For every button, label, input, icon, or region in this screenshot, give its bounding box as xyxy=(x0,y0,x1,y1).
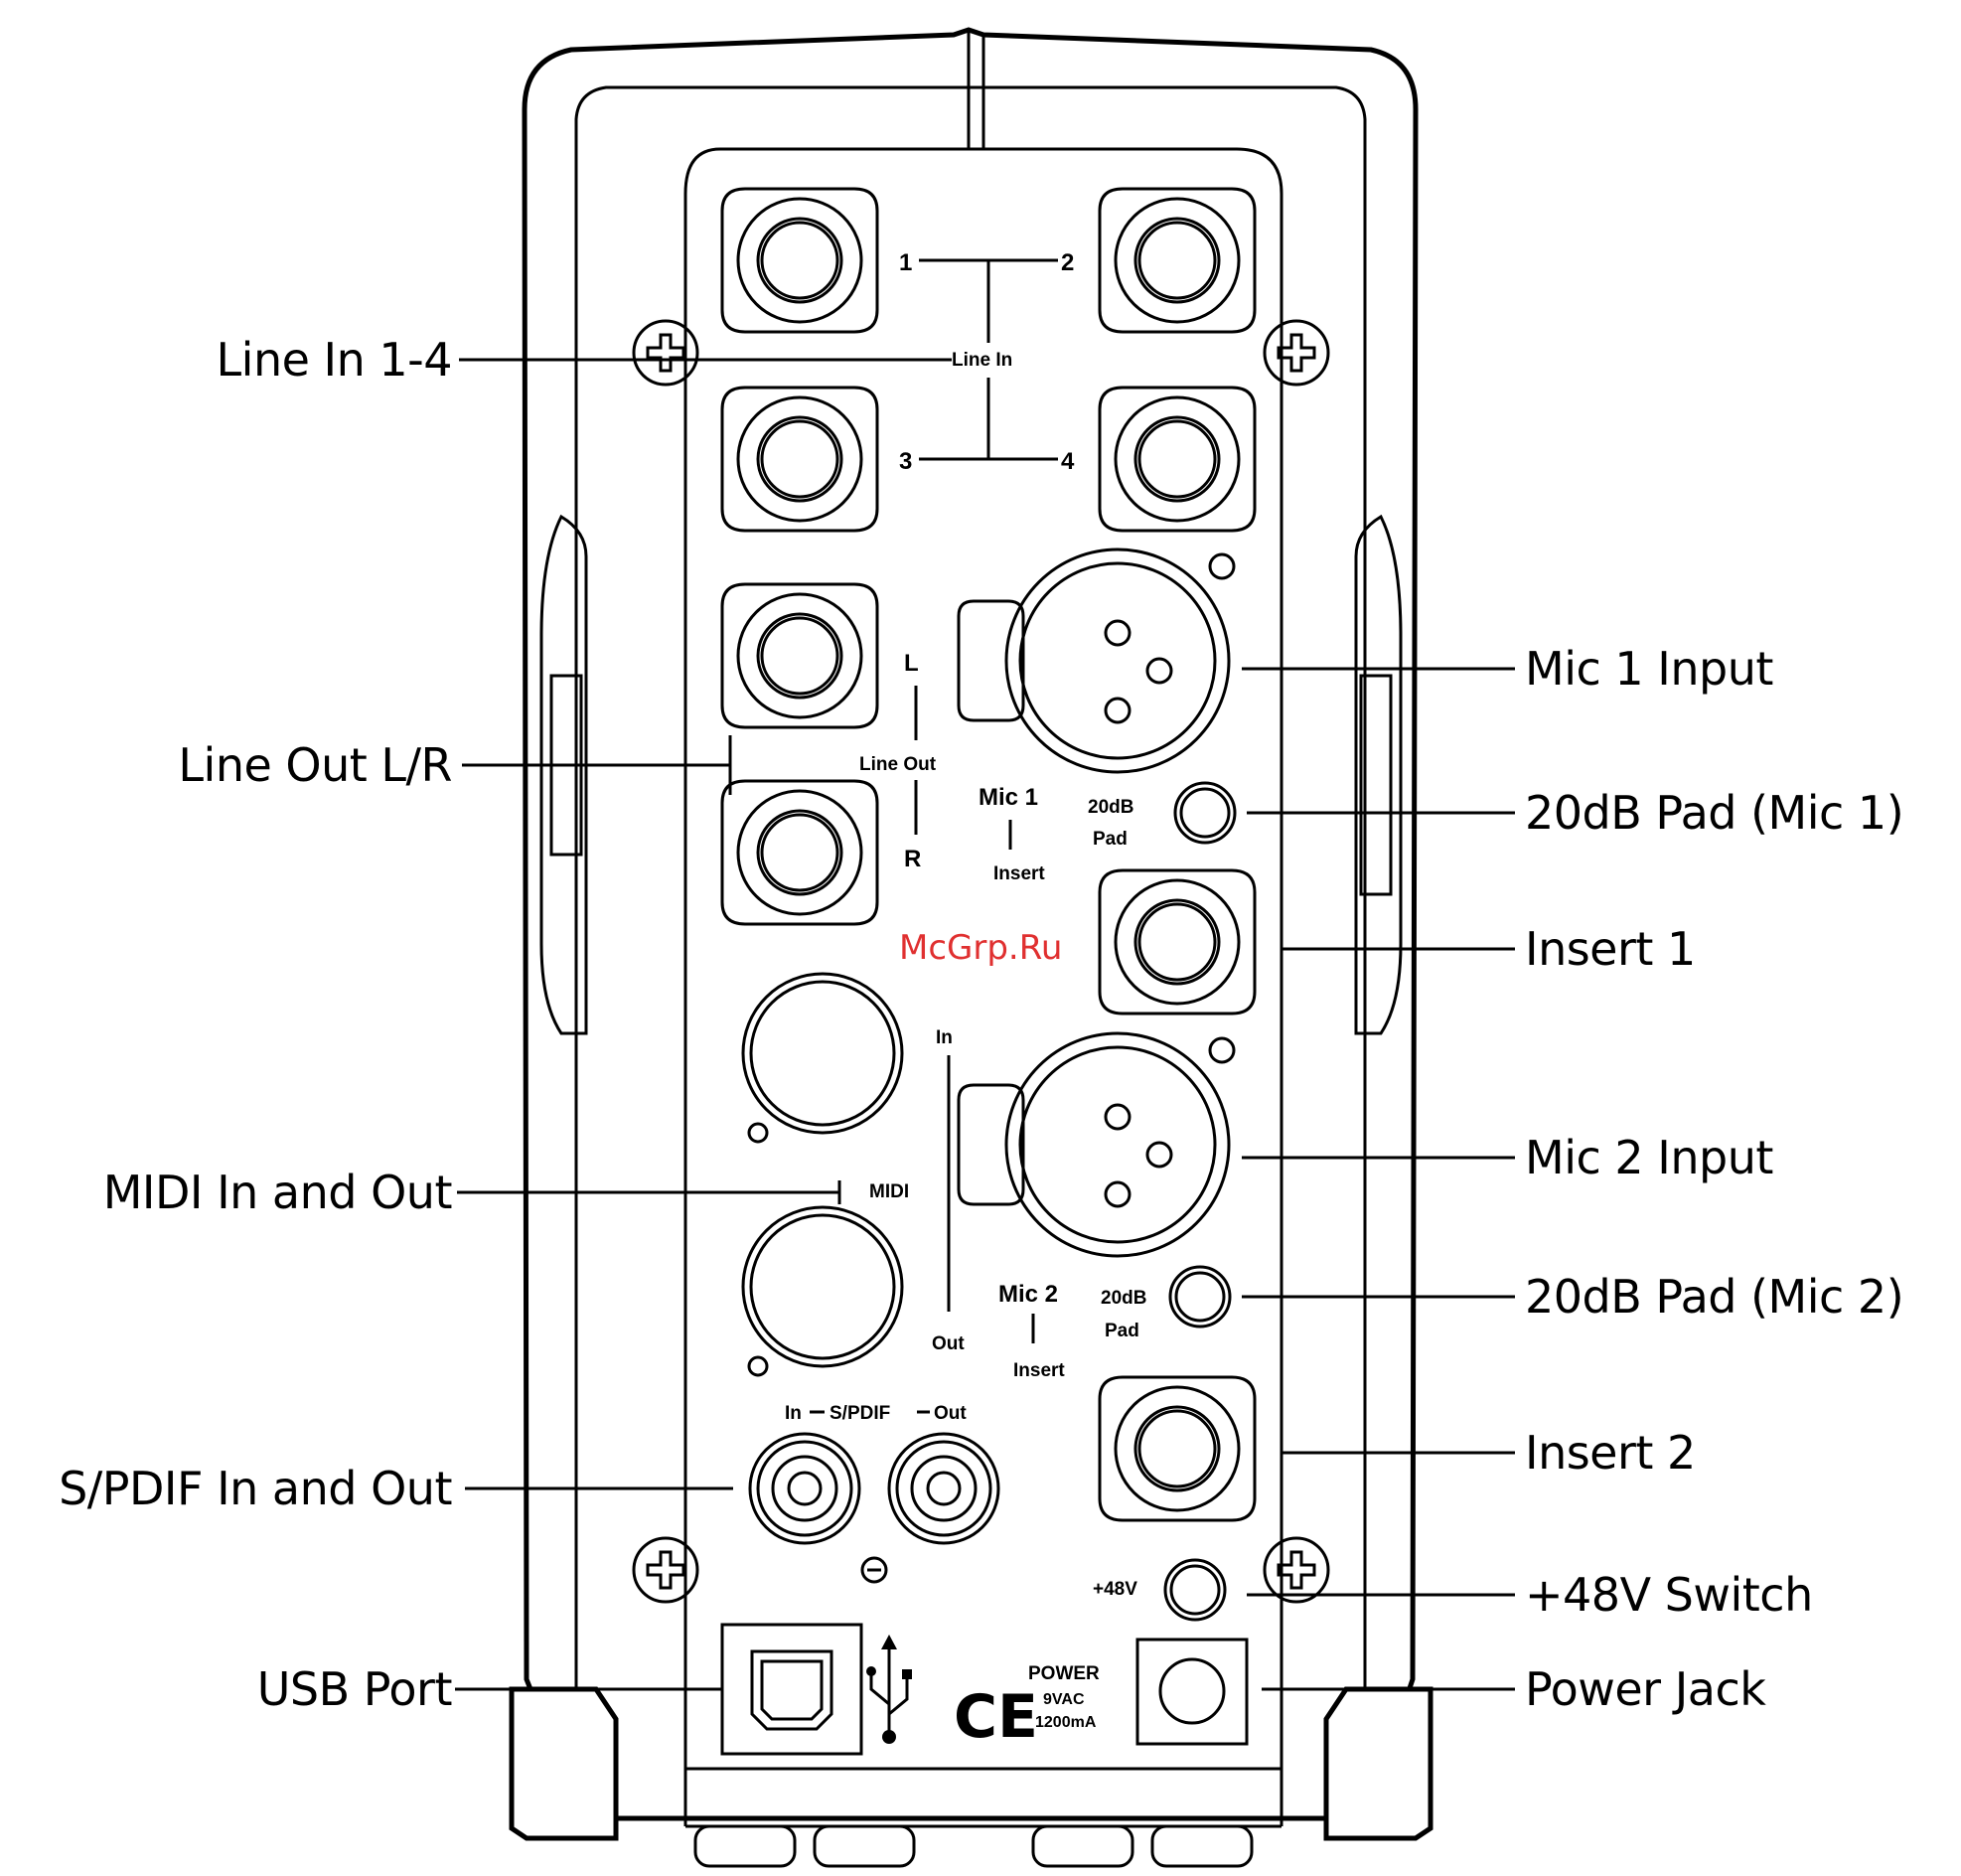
callout-pad-mic2: 20dB Pad (Mic 2) xyxy=(1525,1270,1903,1324)
midi-panel-label: MIDI xyxy=(869,1181,909,1202)
jack-label-4: 4 xyxy=(1061,448,1075,475)
power-current-label: 1200mA xyxy=(1035,1714,1097,1731)
usb-icon xyxy=(866,1635,912,1744)
pad1-switch[interactable] xyxy=(1173,781,1237,845)
line-in-jack-1[interactable] xyxy=(720,187,879,334)
callout-phantom: +48V Switch xyxy=(1525,1568,1813,1622)
pad2-panel-label-top: 20dB xyxy=(1101,1288,1146,1309)
line-out-panel-label: Line Out xyxy=(859,754,937,775)
leader-lines xyxy=(455,358,1515,1691)
callout-line-out: Line Out L/R xyxy=(178,738,452,792)
jack-label-2: 2 xyxy=(1061,249,1074,276)
mic1-panel-label: Mic 1 xyxy=(979,784,1038,811)
callout-midi: MIDI In and Out xyxy=(103,1166,452,1219)
mic2-xlr-input[interactable] xyxy=(957,1031,1236,1258)
spdif-panel-label: S/PDIF xyxy=(830,1403,890,1424)
device-body xyxy=(509,27,1433,1868)
line-out-right-label: R xyxy=(904,846,921,872)
midi-in-port[interactable] xyxy=(741,972,904,1144)
ce-mark: CE xyxy=(954,1682,1038,1752)
callout-power-jack: Power Jack xyxy=(1525,1662,1766,1716)
screw-bottom-right xyxy=(1263,1536,1330,1604)
ground-screw xyxy=(860,1556,888,1584)
screw-bottom-left xyxy=(632,1536,699,1604)
line-in-jack-4[interactable] xyxy=(1098,386,1257,533)
jack-label-1: 1 xyxy=(899,249,912,276)
line-out-jack-right[interactable] xyxy=(720,779,879,926)
spdif-out-panel-label: Out xyxy=(934,1403,967,1424)
midi-in-panel-label: In xyxy=(936,1027,953,1048)
callout-mic2-input: Mic 2 Input xyxy=(1525,1131,1773,1184)
power-jack[interactable] xyxy=(1135,1638,1249,1746)
callout-insert1: Insert 1 xyxy=(1525,922,1696,976)
line-in-jack-3[interactable] xyxy=(720,386,879,533)
line-out-jack-left[interactable] xyxy=(720,582,879,729)
line-in-bracket xyxy=(919,258,1058,461)
line-in-panel-label: Line In xyxy=(952,350,1012,371)
watermark: McGrp.Ru xyxy=(899,928,1062,968)
screw-top-right xyxy=(1263,319,1330,387)
callout-mic1-input: Mic 1 Input xyxy=(1525,642,1773,696)
pad1-panel-label-top: 20dB xyxy=(1088,797,1133,818)
insert2-jack[interactable] xyxy=(1098,1375,1257,1522)
callout-usb: USB Port xyxy=(257,1662,452,1716)
mic2-panel-label: Mic 2 xyxy=(998,1281,1058,1308)
pad2-panel-label-bottom: Pad xyxy=(1105,1321,1139,1341)
midi-out-panel-label: Out xyxy=(932,1333,965,1354)
midi-out-port[interactable] xyxy=(741,1205,904,1377)
phantom-panel-label: +48V xyxy=(1093,1579,1137,1600)
jack-label-3: 3 xyxy=(899,448,912,475)
callout-insert2: Insert 2 xyxy=(1525,1426,1696,1480)
callout-pad-mic1: 20dB Pad (Mic 1) xyxy=(1525,786,1903,840)
insert1-jack[interactable] xyxy=(1098,868,1257,1016)
spdif-out-port[interactable] xyxy=(887,1432,1000,1545)
pad1-panel-label-bottom: Pad xyxy=(1093,829,1128,850)
spdif-in-panel-label: In xyxy=(785,1403,802,1424)
insert-panel-label-1: Insert xyxy=(993,863,1045,884)
line-out-left-label: L xyxy=(904,650,919,677)
callout-line-in: Line In 1-4 xyxy=(217,333,452,387)
mic1-xlr-input[interactable] xyxy=(957,547,1236,774)
spdif-in-port[interactable] xyxy=(748,1432,861,1545)
line-in-jack-2[interactable] xyxy=(1098,187,1257,334)
power-panel-label: POWER xyxy=(1028,1663,1100,1684)
phantom-power-switch[interactable] xyxy=(1163,1558,1227,1622)
callout-spdif: S/PDIF In and Out xyxy=(59,1462,452,1515)
screw-top-left xyxy=(632,319,699,387)
insert-panel-label-2: Insert xyxy=(1013,1360,1065,1381)
pad2-switch[interactable] xyxy=(1168,1265,1232,1329)
power-voltage-label: 9VAC xyxy=(1043,1691,1085,1708)
